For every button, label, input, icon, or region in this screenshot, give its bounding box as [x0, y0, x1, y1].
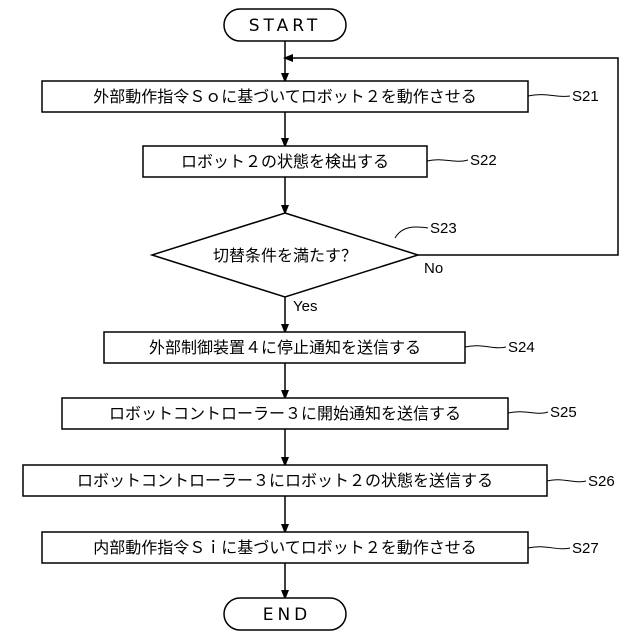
start-label: START [249, 16, 321, 36]
leader-s24 [465, 346, 506, 348]
process-s26-text: ロボットコントローラー３にロボット２の状態を送信する [77, 471, 493, 490]
leader-s21 [528, 95, 570, 97]
step-id-s25: S25 [550, 404, 577, 421]
process-s27-text: 内部動作指令Ｓｉに基づいてロボット２を動作させる [93, 538, 477, 557]
step-id-s21: S21 [572, 88, 599, 105]
leader-s22 [427, 160, 468, 162]
decision-s23-text: 切替条件を満たす？ [213, 246, 357, 265]
leader-s23 [395, 227, 428, 238]
step-id-s26: S26 [588, 473, 615, 490]
branch-label-yes: Yes [293, 298, 317, 315]
process-s24-text: 外部制御装置４に停止通知を送信する [149, 338, 421, 357]
step-id-s27: S27 [572, 540, 599, 557]
branch-label-no: No [424, 260, 443, 277]
leader-s27 [528, 547, 570, 549]
step-id-s22: S22 [470, 152, 497, 169]
process-s22-text: ロボット２の状態を検出する [181, 152, 389, 171]
process-s25-text: ロボットコントローラー３に開始通知を送信する [109, 404, 461, 423]
end-label: END [263, 605, 312, 625]
leader-s26 [547, 480, 586, 482]
step-id-s23: S23 [430, 220, 457, 237]
step-id-s24: S24 [508, 339, 535, 356]
process-s21-text: 外部動作指令Ｓｏに基づいてロボット２を動作させる [93, 87, 477, 106]
leader-s25 [508, 412, 548, 414]
